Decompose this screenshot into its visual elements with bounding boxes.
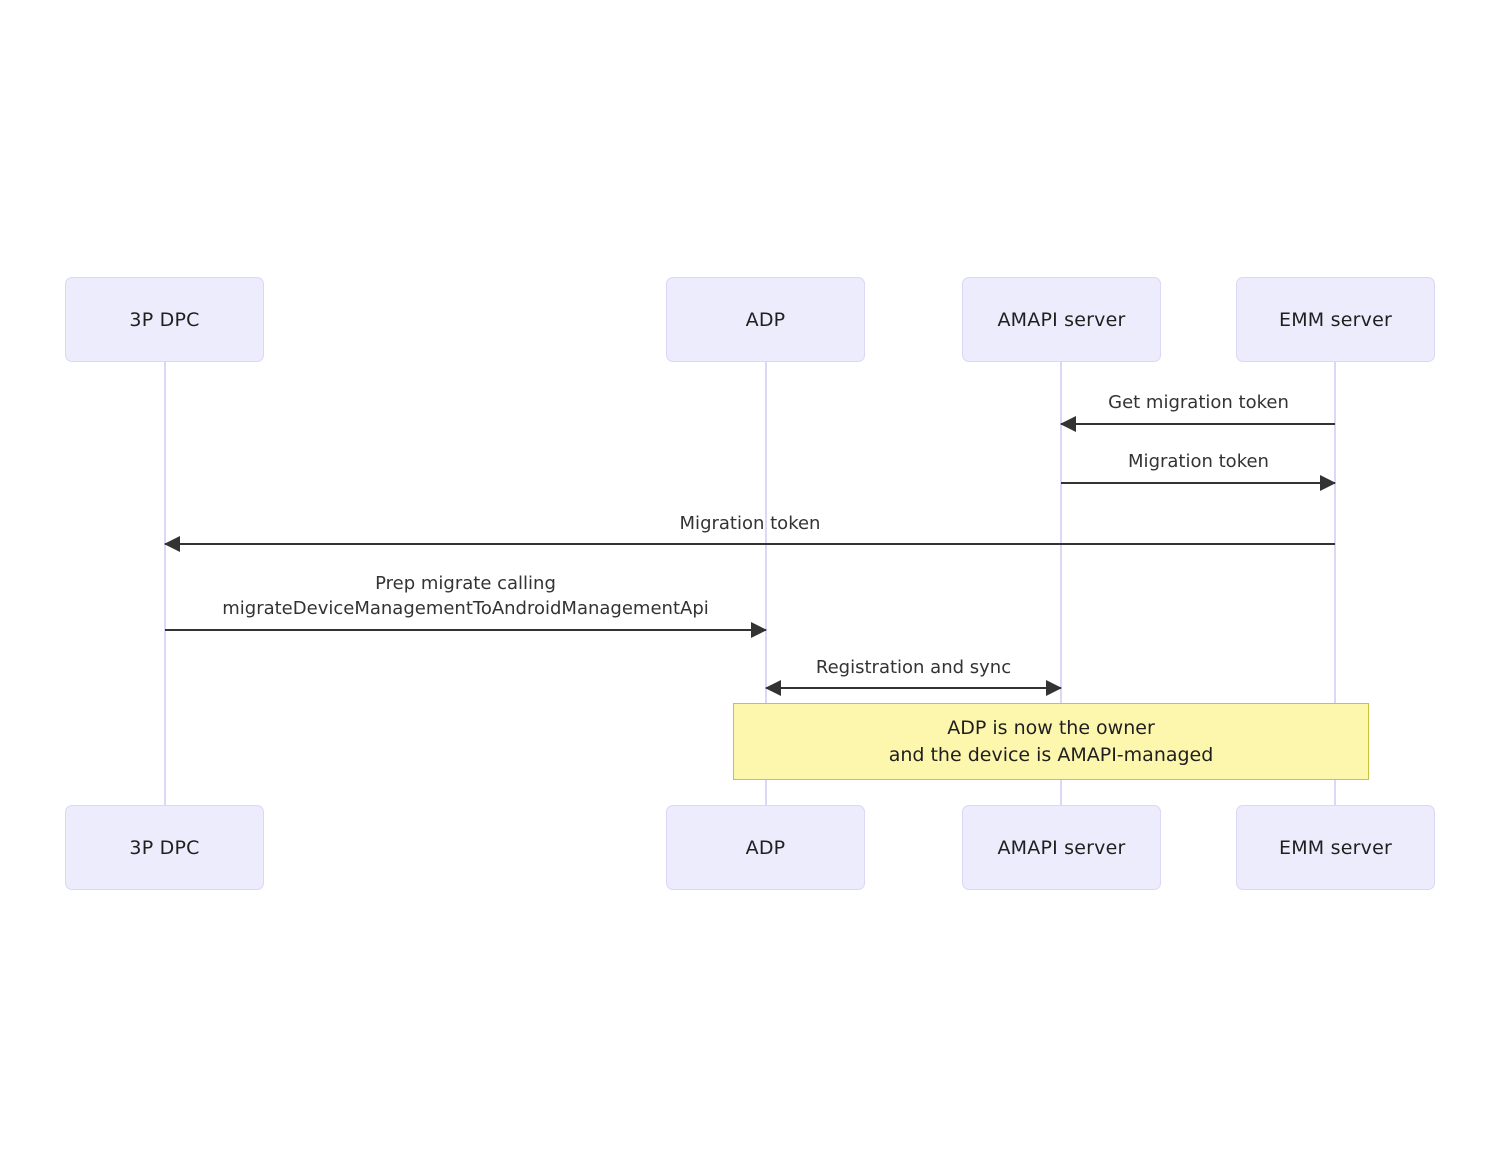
message-label-prep-migrate: Prep migrate calling migrateDeviceManage… bbox=[222, 573, 709, 619]
actor-label-emm-server-top: EMM server bbox=[1279, 308, 1392, 331]
actor-box-emm-server-bottom[interactable]: EMM server bbox=[1236, 805, 1435, 890]
lifeline-emm-server bbox=[1334, 362, 1336, 805]
note-adp-owner: ADP is now the owner and the device is A… bbox=[733, 703, 1369, 780]
actor-label-adp-bottom: ADP bbox=[745, 836, 786, 859]
actor-label-3p-dpc-bottom: 3P DPC bbox=[129, 836, 200, 859]
message-line bbox=[1061, 423, 1335, 425]
actor-box-emm-server-top[interactable]: EMM server bbox=[1236, 277, 1435, 362]
arrowhead-right bbox=[1046, 680, 1062, 696]
message-label-migration-token-amapi-emm: Migration token bbox=[1128, 451, 1269, 472]
message-line bbox=[1061, 482, 1335, 484]
actor-box-3p-dpc-top[interactable]: 3P DPC bbox=[65, 277, 264, 362]
message-label-get-migration-token: Get migration token bbox=[1108, 392, 1289, 413]
lifeline-amapi-server bbox=[1060, 362, 1062, 805]
message-line bbox=[165, 543, 1335, 545]
message-line bbox=[165, 629, 766, 631]
note-text: ADP is now the owner and the device is A… bbox=[888, 716, 1214, 766]
actor-label-3p-dpc-top: 3P DPC bbox=[129, 308, 200, 331]
actor-label-amapi-server-top: AMAPI server bbox=[997, 308, 1126, 331]
actor-box-adp-top[interactable]: ADP bbox=[666, 277, 865, 362]
arrowhead-left bbox=[164, 536, 180, 552]
arrowhead-right bbox=[1320, 475, 1336, 491]
message-line bbox=[766, 687, 1061, 689]
actor-box-3p-dpc-bottom[interactable]: 3P DPC bbox=[65, 805, 264, 890]
actor-label-emm-server-bottom: EMM server bbox=[1279, 836, 1392, 859]
message-label-migration-token-emm-dpc: Migration token bbox=[679, 513, 821, 534]
actor-box-amapi-server-bottom[interactable]: AMAPI server bbox=[962, 805, 1161, 890]
lifeline-3p-dpc bbox=[164, 362, 166, 805]
arrowhead-left bbox=[765, 680, 781, 696]
arrowhead-left bbox=[1060, 416, 1076, 432]
lifeline-adp bbox=[765, 362, 767, 805]
arrowhead-right bbox=[751, 622, 767, 638]
actor-box-adp-bottom[interactable]: ADP bbox=[666, 805, 865, 890]
message-label-registration-and-sync: Registration and sync bbox=[815, 657, 1012, 678]
actor-box-amapi-server-top[interactable]: AMAPI server bbox=[962, 277, 1161, 362]
actor-label-amapi-server-bottom: AMAPI server bbox=[997, 836, 1126, 859]
actor-label-adp-top: ADP bbox=[745, 308, 786, 331]
